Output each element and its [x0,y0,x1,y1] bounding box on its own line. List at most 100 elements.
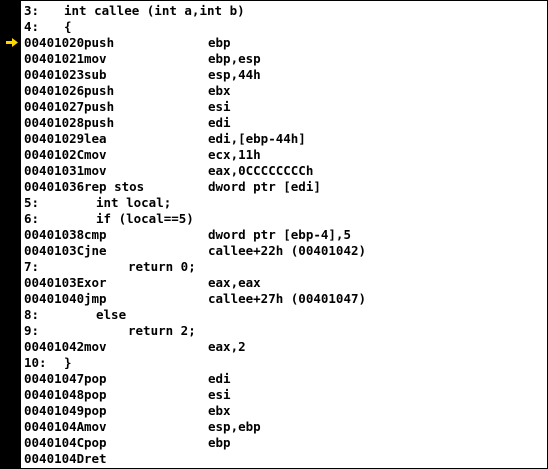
source-line[interactable]: 5:int local; [24,195,547,211]
instruction-address: 0040103E [24,275,85,290]
instruction-mnemonic: mov [84,163,107,178]
instruction-address: 00401036 [24,179,85,194]
instruction-operands: edi,[ebp-44h] [208,131,306,146]
instruction-operands: eax,eax [208,275,261,290]
instruction-mnemonic: jne [84,243,107,258]
source-line-number: 7: [24,259,40,274]
instruction-operands: ebx [208,83,231,98]
instruction-mnemonic: lea [84,131,107,146]
instruction-address: 00401021 [24,51,85,66]
source-line[interactable]: 3:int callee (int a,int b) [24,3,547,19]
source-line-number: 3: [24,3,40,18]
source-line[interactable]: 4: { [24,19,547,35]
instruction-address: 00401047 [24,371,85,386]
instruction-mnemonic: jmp [84,291,107,306]
instruction-mnemonic: pop [84,387,107,402]
source-line-number: 4: [24,19,40,34]
source-line-text: { [64,19,72,34]
instruction-mnemonic: ret [84,451,107,466]
instruction-operands: esp,ebp [208,419,261,434]
source-line-text: } [64,355,72,370]
instruction-mnemonic: pop [84,435,107,450]
instruction-address: 00401020 [24,35,85,50]
instruction-address: 00401040 [24,291,85,306]
source-line[interactable]: 9: return 2; [24,323,547,339]
instruction-operands: ebp [208,435,231,450]
source-line-number: 6: [24,211,40,226]
instruction-mnemonic: cmp [84,227,107,242]
instruction-address: 0040104C [24,435,85,450]
instruction-operands: edi [208,371,231,386]
instruction-address: 00401042 [24,339,85,354]
instruction-operands: ebp [208,35,231,50]
instruction-operands: dword ptr [edi] [208,179,321,194]
instruction-operands: esi [208,99,231,114]
source-line-number: 10: [24,355,47,370]
instruction-address: 0040102C [24,147,85,162]
instruction-mnemonic: mov [84,147,107,162]
instruction-operands: ebp,esp [208,51,261,66]
instruction-mnemonic: push [84,83,115,98]
instruction-mnemonic: xor [84,275,107,290]
instruction-operands: callee+27h (00401047) [208,291,367,306]
instruction-operands: ebx [208,403,231,418]
source-line-number: 8: [24,307,40,322]
instruction-operands: eax,0CCCCCCCCh [208,163,314,178]
source-line-number: 9: [24,323,40,338]
source-line[interactable]: 10:} [24,355,547,371]
current-line-arrow-icon [6,38,18,47]
source-line-text: else [96,307,127,322]
source-line[interactable]: 6: if (local==5) [24,211,547,227]
instruction-address: 0040104A [24,419,85,434]
source-line-text: if (local==5) [96,211,194,226]
instruction-mnemonic: push [84,115,115,130]
instruction-address: 00401028 [24,115,85,130]
breakpoint-gutter[interactable] [1,1,21,468]
instruction-address: 00401031 [24,163,85,178]
instruction-mnemonic: mov [84,339,107,354]
source-line[interactable]: 8: else [24,307,547,323]
source-line-text: return 0; [128,259,196,274]
instruction-operands: ecx,11h [208,147,261,162]
instruction-address: 00401048 [24,387,85,402]
instruction-address: 00401027 [24,99,85,114]
instruction-operands: callee+22h (00401042) [208,243,367,258]
instruction-address: 0040104D [24,451,85,466]
instruction-address: 00401023 [24,67,85,82]
source-line-text: return 2; [128,323,196,338]
instruction-address: 0040103C [24,243,85,258]
instruction-operands: dword ptr [ebp-4],5 [208,227,351,242]
source-line[interactable]: 7: return 0; [24,259,547,275]
instruction-operands: esp,44h [208,67,261,82]
instruction-operands: esi [208,387,231,402]
instruction-address: 00401049 [24,403,85,418]
instruction-address: 00401038 [24,227,85,242]
instruction-mnemonic: push [84,99,115,114]
instruction-mnemonic: rep stos [84,179,145,194]
instruction-mnemonic: pop [84,371,107,386]
instruction-address: 00401029 [24,131,85,146]
